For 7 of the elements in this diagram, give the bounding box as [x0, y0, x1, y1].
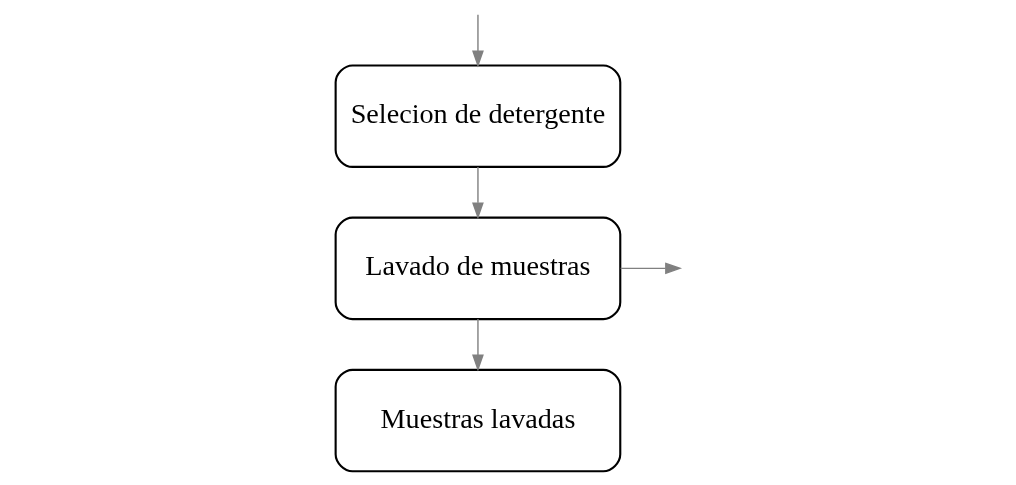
arrow	[471, 14, 484, 68]
node-box: Muestras lavadas	[334, 368, 621, 473]
arrow	[619, 262, 682, 275]
node-box: Lavado de muestras	[334, 216, 621, 321]
arrow	[471, 318, 484, 372]
arrow	[471, 166, 484, 220]
node-box: Selecion de detergente	[334, 64, 621, 168]
